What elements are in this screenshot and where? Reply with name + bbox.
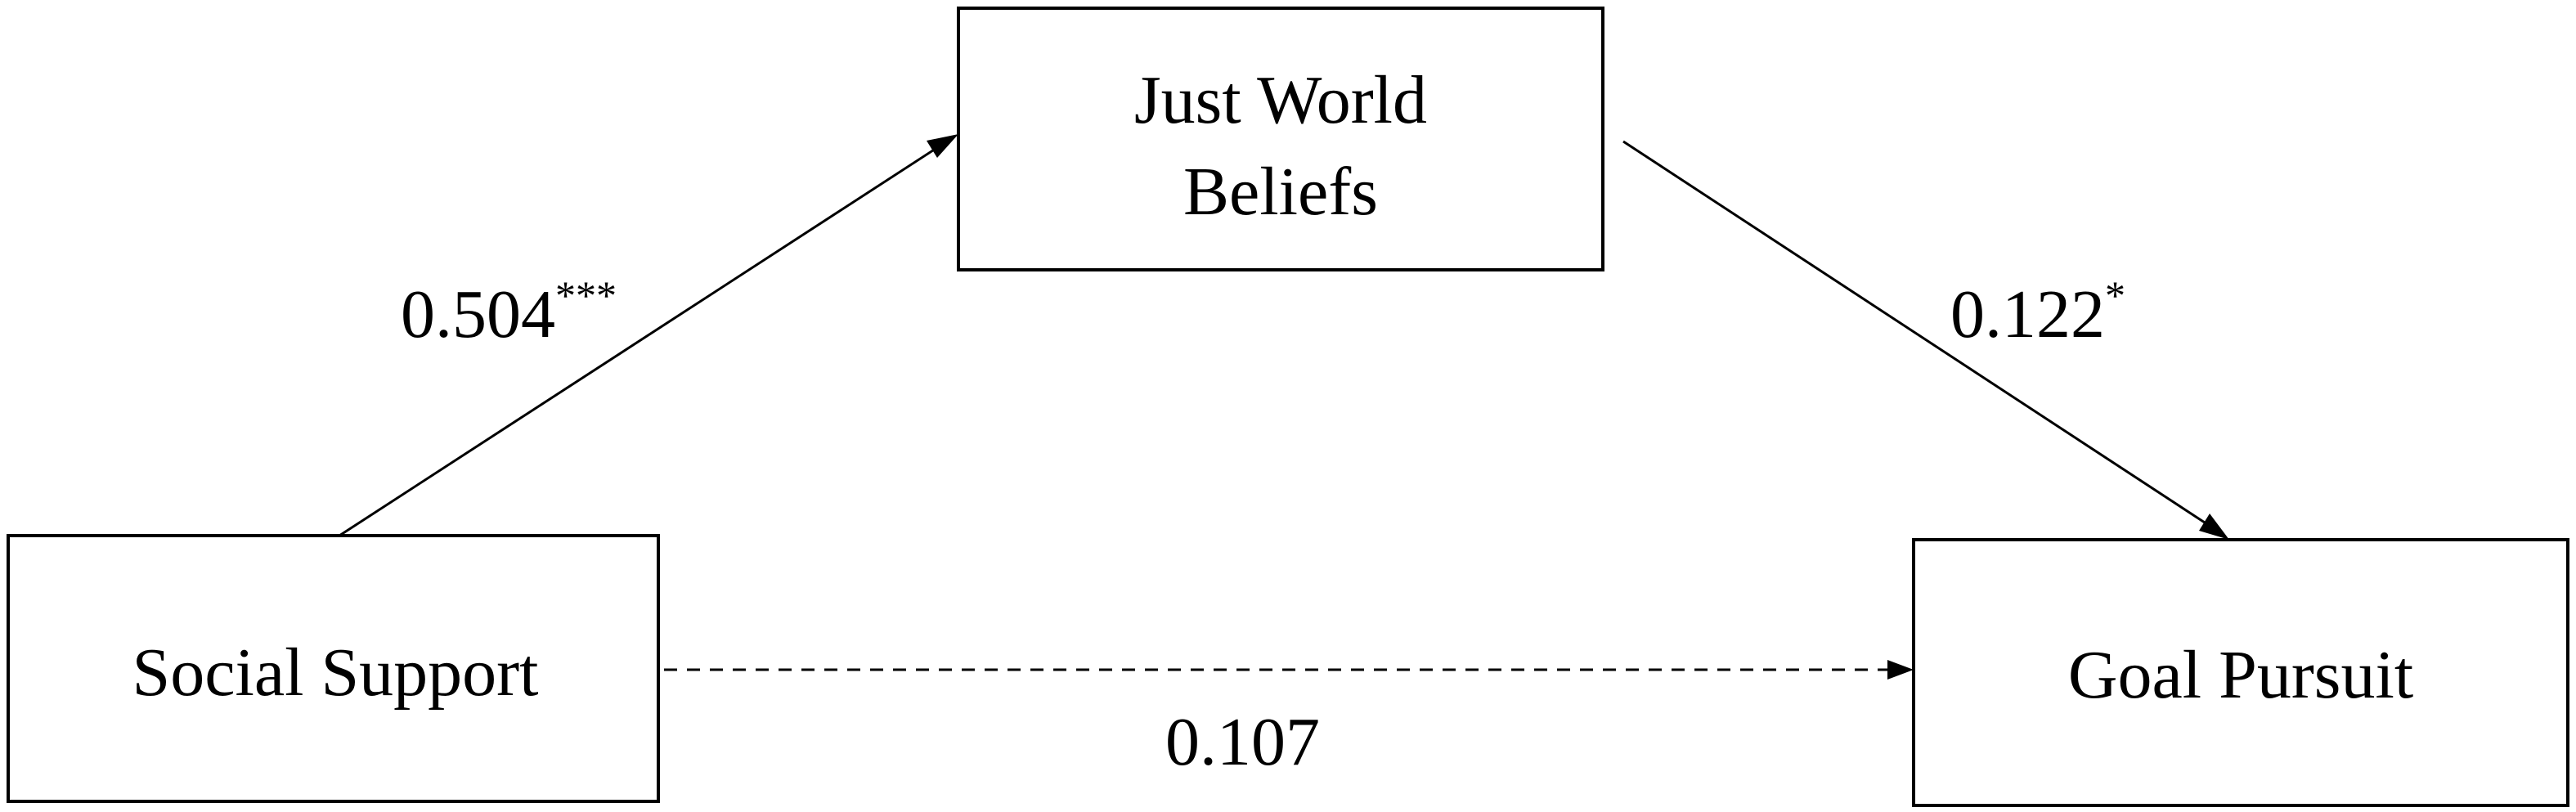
predictor-label: Social Support [132, 635, 539, 711]
path-a-coefficient: 0.504 [401, 276, 555, 352]
path-c-prime-arrowhead [1887, 660, 1914, 680]
path-b-arrow [1622, 140, 2229, 540]
outcome-node: Goal Pursuit [1912, 538, 2569, 807]
outcome-label: Goal Pursuit [2068, 637, 2413, 713]
path-a-arrowhead [927, 134, 958, 158]
path-a-coefficient-label: 0.504*** [401, 272, 617, 352]
path-a-arrow [339, 134, 958, 537]
path-b-coefficient: 0.122 [1950, 276, 2105, 352]
mediator-label-line2: Beliefs [1183, 154, 1378, 230]
path-b-significance: * [2105, 272, 2125, 318]
path-c-prime-coefficient-label: 0.107 [1165, 704, 1320, 780]
path-c-prime-arrow [664, 660, 1914, 680]
path-c-prime-coefficient: 0.107 [1165, 704, 1320, 780]
predictor-node: Social Support [7, 534, 660, 803]
mediator-node: Just World Beliefs [957, 7, 1604, 271]
path-b-arrowhead [2199, 514, 2229, 540]
path-a-significance: *** [555, 272, 617, 318]
mediator-label-line1: Just World [1134, 62, 1427, 138]
mediator-box [957, 7, 1604, 271]
predictor-box [7, 534, 660, 803]
path-b-coefficient-label: 0.122* [1950, 272, 2125, 352]
outcome-box [1912, 538, 2569, 807]
